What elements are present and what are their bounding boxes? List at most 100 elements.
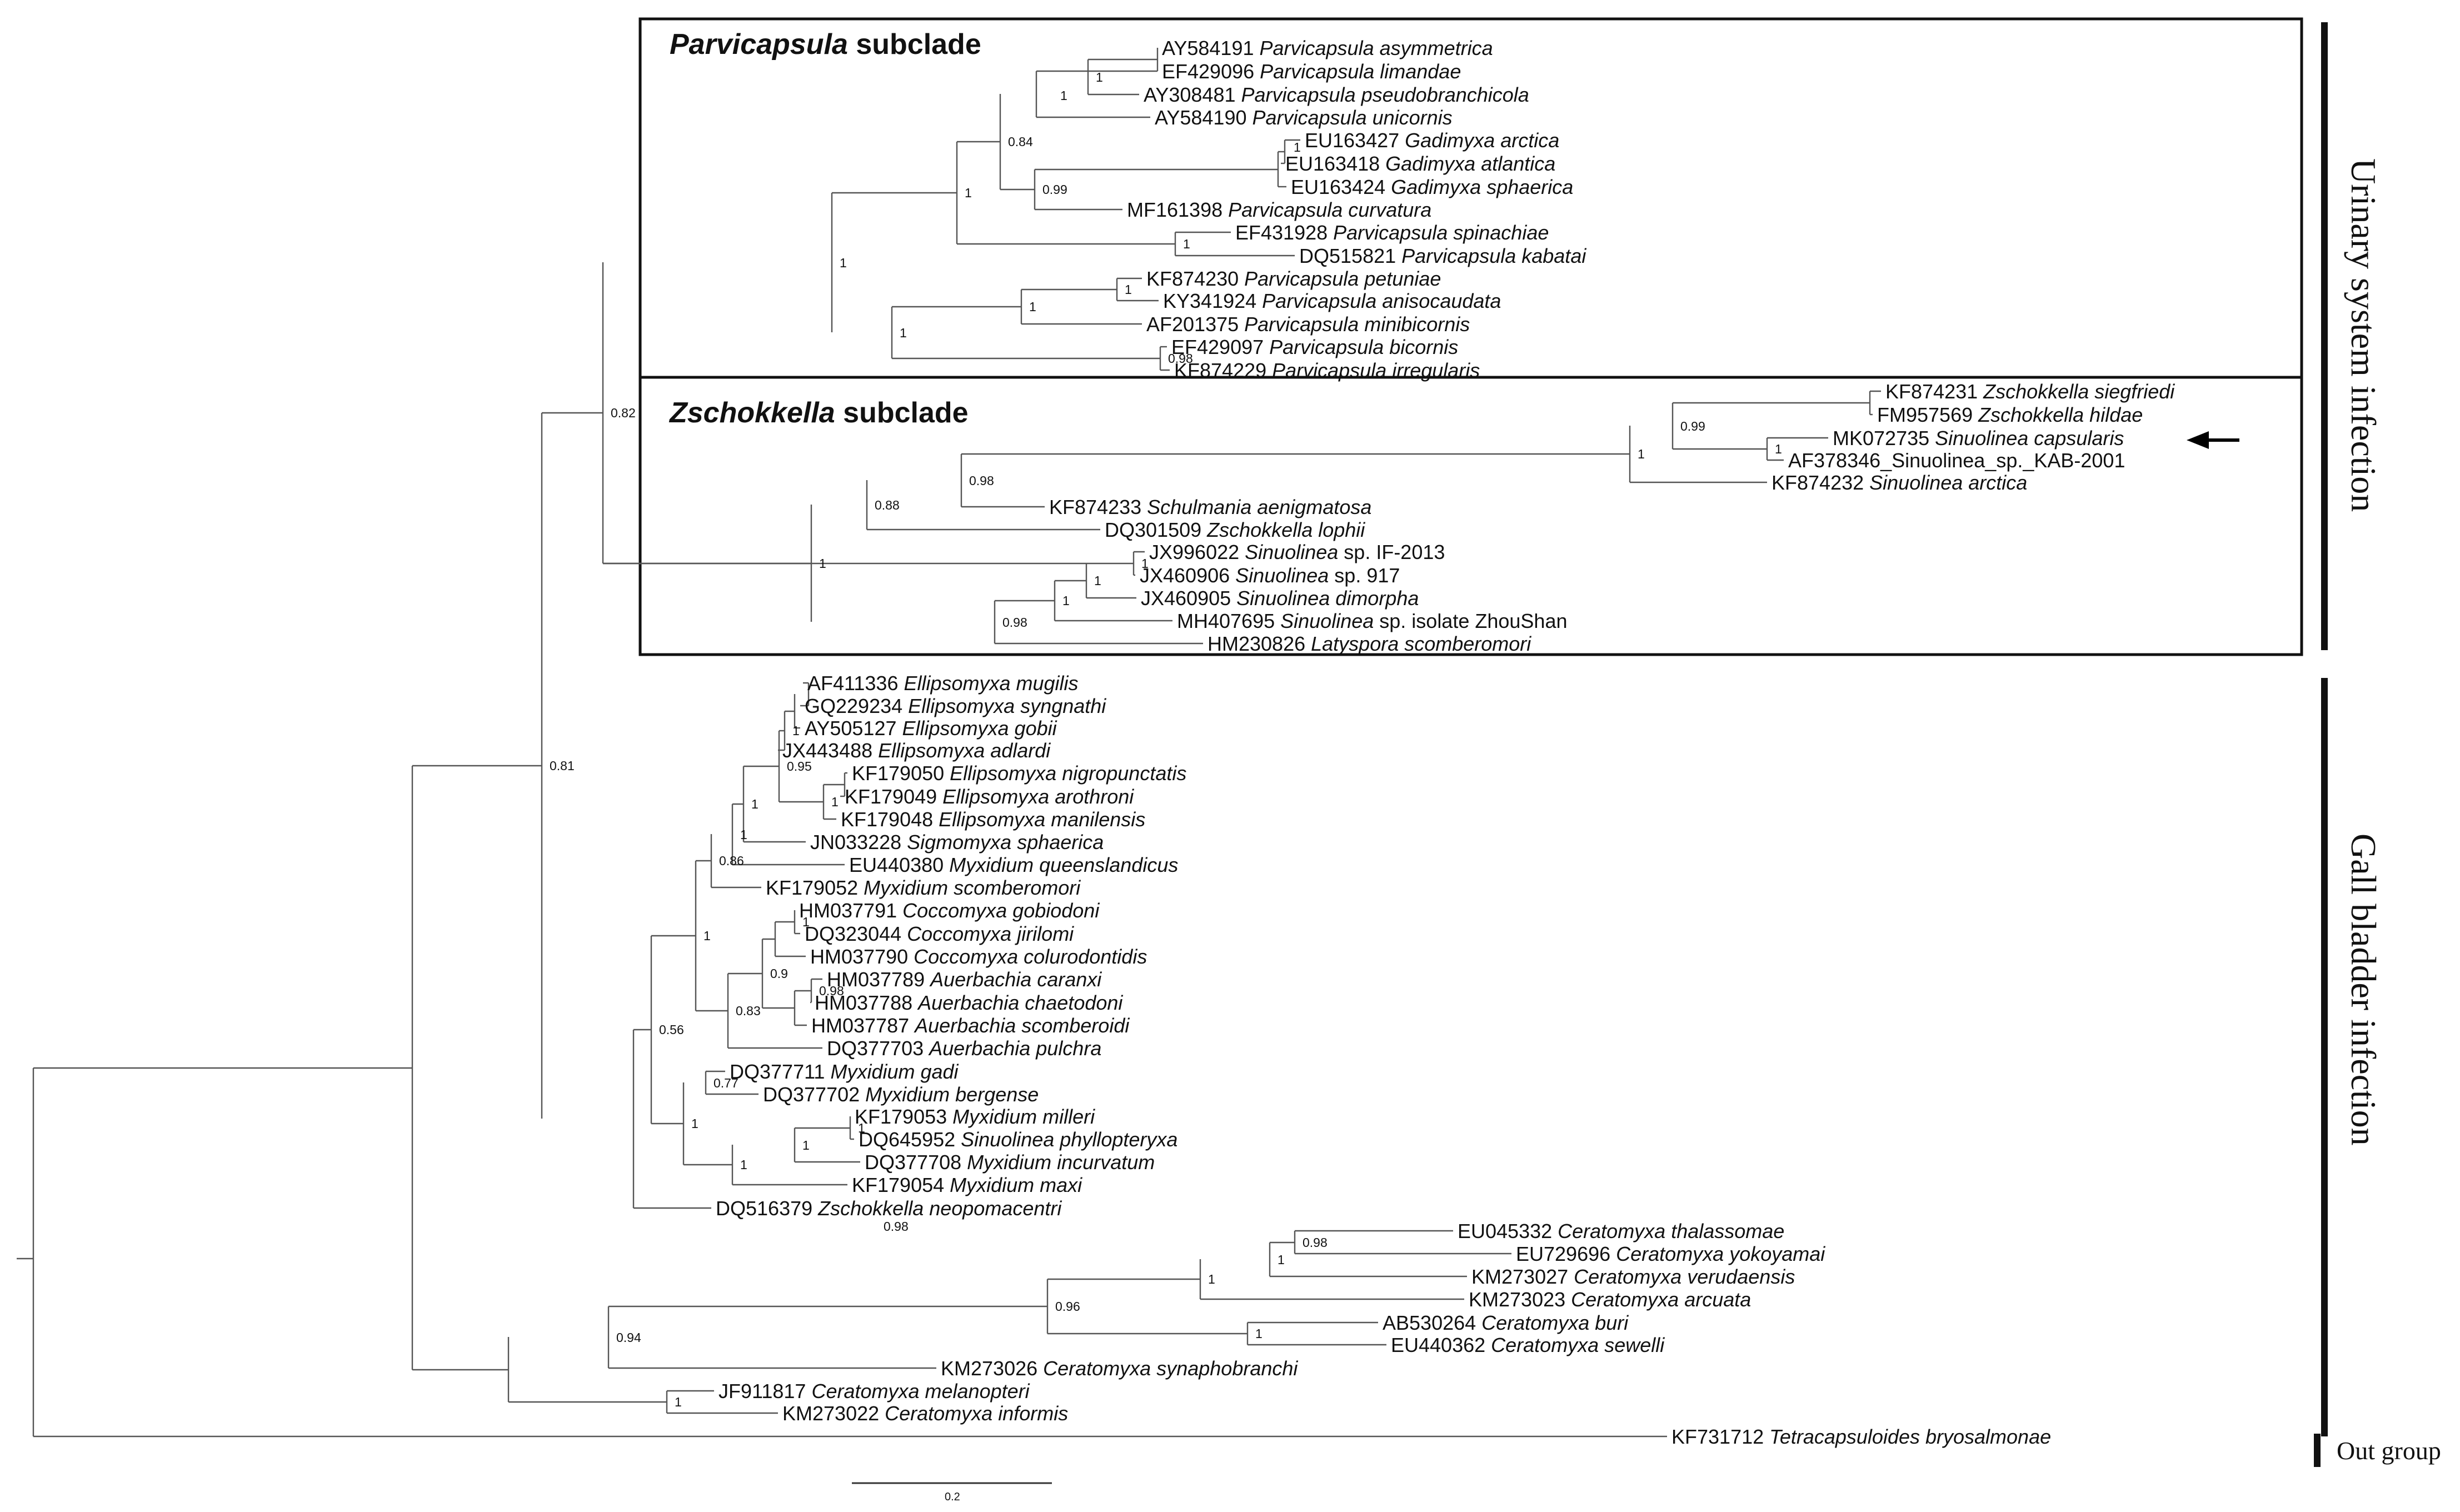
tip-label: DQ301509 Zschokkella lophii (1105, 518, 1365, 541)
scale-bar: 0.2 (852, 1482, 1052, 1503)
support-value: 0.99 (1680, 419, 1705, 433)
support-value: 1 (965, 186, 972, 200)
support-value: 1 (703, 929, 711, 943)
tip-label: AY584190 Parvicapsula unicornis (1155, 106, 1453, 129)
tip-label: MH407695 Sinuolinea sp. isolate ZhouShan (1177, 610, 1568, 632)
support-value: 0.81 (550, 759, 575, 773)
tip-label: KM273026 Ceratomyxa synaphobranchi (941, 1357, 1298, 1380)
outgroup-label: Out group (2337, 1436, 2441, 1465)
support-value: 0.99 (1042, 182, 1067, 197)
tip-label: HM037787 Auerbachia scomberoidi (811, 1014, 1130, 1037)
tip-label: DQ323044 Coccomyxa jirilomi (805, 922, 1074, 945)
support-value: 1 (1208, 1272, 1215, 1286)
tree-branches (17, 48, 1881, 1438)
support-value: 0.98 (1168, 351, 1193, 366)
support-value: 0.94 (616, 1330, 641, 1345)
tip-label: KF874231 Zschokkella siegfriedi (1885, 380, 2175, 403)
support-value: 1 (792, 723, 800, 738)
tip-label: JN033228 Sigmomyxa sphaerica (810, 831, 1104, 854)
support-value: 0.88 (875, 498, 900, 512)
support-value: 1 (1029, 300, 1036, 314)
tip-label: EU163418 Gadimyxa atlantica (1285, 152, 1555, 175)
tip-label: AY584191 Parvicapsula asymmetrica (1162, 37, 1493, 59)
tip-label: HM230826 Latyspora scomberomori (1207, 632, 1531, 655)
gall-bladder-infection-label: Gall bladder infection (2344, 834, 2383, 1146)
tip-label: KF179054 Myxidium maxi (852, 1174, 1082, 1196)
tip-label: JX443488 Ellipsomyxa adlardi (782, 739, 1051, 762)
tip-label: KF874232 Sinuolinea arctica (1772, 471, 2027, 494)
new-species-arrow (2187, 431, 2239, 449)
tip-label: EU729696 Ceratomyxa yokoyamai (1516, 1242, 1825, 1265)
support-value: 0.83 (736, 1004, 761, 1018)
support-value: 0.82 (611, 406, 636, 420)
tip-label: KF179050 Ellipsomyxa nigropunctatis (852, 762, 1186, 785)
urinary-infection-label: Urinary system infection (2344, 158, 2383, 512)
support-value: 0.9 (770, 966, 788, 981)
zschokkella-subclade-box (638, 376, 2303, 656)
support-value: 1 (900, 326, 907, 340)
tip-label: KF731712 Tetracapsuloides bryosalmonae (1671, 1425, 2051, 1448)
support-value: 1 (740, 827, 747, 842)
support-value: 1 (1141, 556, 1149, 571)
tip-label: KY341924 Parvicapsula anisocaudata (1163, 290, 1501, 312)
tip-label: KF179052 Myxidium scomberomori (766, 876, 1081, 899)
support-value: 1 (1060, 88, 1067, 103)
tip-label: EF431928 Parvicapsula spinachiae (1235, 221, 1549, 244)
support-value: 0.77 (713, 1076, 739, 1090)
support-value: 1 (1294, 140, 1301, 154)
tip-label: HM037790 Coccomyxa colurodontidis (810, 945, 1147, 968)
tip-label: KF179049 Ellipsomyxa arothroni (845, 785, 1134, 808)
tip-label: DQ377702 Myxidium bergense (763, 1083, 1039, 1106)
support-value: 0.96 (1055, 1299, 1080, 1314)
tip-label: DQ377711 Myxidium gadi (730, 1060, 959, 1083)
tip-label: KF179053 Myxidium milleri (855, 1105, 1095, 1128)
zschokkella-subclade-title: Zschokkella subclade (668, 397, 969, 429)
support-value: 0.98 (969, 473, 994, 488)
scale-bar-label: 0.2 (945, 1491, 960, 1503)
support-value: 1 (1638, 447, 1645, 461)
support-value: 1 (802, 1138, 810, 1152)
support-value: 0.86 (719, 854, 744, 868)
tip-label: AF201375 Parvicapsula minibicornis (1146, 313, 1470, 336)
support-value: 1 (1125, 282, 1132, 297)
tip-label: AF378346_Sinuolinea_sp._KAB-2001 (1788, 449, 2125, 472)
tip-label: KF874229 Parvicapsula irregularis (1174, 359, 1480, 382)
tip-label: AY308481 Parvicapsula pseudobranchicola (1144, 83, 1529, 106)
support-value: 1 (740, 1157, 747, 1172)
support-values: 1 0.99 0.84 1 1 1 1 0.98 1 1 1 0.99 1 0.98 0.88 1 1 1 0.98… (550, 70, 1782, 1409)
support-value: 1 (1096, 70, 1103, 84)
support-value: 1 (751, 797, 759, 811)
tip-label: MK072735 Sinuolinea capsularis (1833, 427, 2124, 450)
tip-label: DQ516379 Zschokkella neopomacentri (716, 1197, 1062, 1220)
parvicapsula-subclade-title: Parvicapsula subclade (670, 28, 981, 61)
support-value: 0.98 (884, 1219, 909, 1234)
tip-label: KM273022 Ceratomyxa informis (782, 1402, 1068, 1425)
tip-label: AY505127 Ellipsomyxa gobii (805, 717, 1057, 740)
tip-label: EU440362 Ceratomyxa sewelli (1391, 1334, 1665, 1356)
support-value: 1 (691, 1116, 698, 1131)
support-value: 1 (858, 1121, 865, 1135)
support-value: 0.95 (787, 759, 812, 774)
tip-label: DQ515821 Parvicapsula kabatai (1299, 244, 1586, 267)
support-value: 0.98 (1303, 1235, 1328, 1250)
tip-label: EF429096 Parvicapsula limandae (1162, 60, 1461, 83)
tip-label: JF911817 Ceratomyxa melanopteri (718, 1380, 1030, 1403)
tip-label: JX996022 Sinuolinea sp. IF-2013 (1149, 541, 1445, 563)
tip-label: EU163427 Gadimyxa arctica (1305, 129, 1559, 152)
support-value: 1 (819, 556, 826, 571)
tip-label: AB530264 Ceratomyxa buri (1383, 1311, 1629, 1334)
tip-label: DQ377703 Auerbachia pulchra (827, 1037, 1101, 1060)
support-value: 0.98 (1002, 615, 1027, 630)
tip-label: HM037791 Coccomyxa gobiodoni (799, 899, 1100, 922)
support-value: 0.98 (819, 984, 844, 998)
tip-label: EU045332 Ceratomyxa thalassomae (1458, 1220, 1784, 1242)
support-value: 0.84 (1008, 134, 1033, 149)
support-value: 1 (675, 1395, 682, 1409)
tip-label: HM037789 Auerbachia caranxi (827, 968, 1102, 991)
support-value: 0.56 (659, 1022, 684, 1037)
tip-labels: AY584191 Parvicapsula asymmetricaEF42909… (716, 37, 2175, 1448)
support-value: 1 (1094, 573, 1101, 588)
tip-label: MF161398 Parvicapsula curvatura (1127, 198, 1431, 221)
support-value: 1 (1255, 1326, 1263, 1341)
